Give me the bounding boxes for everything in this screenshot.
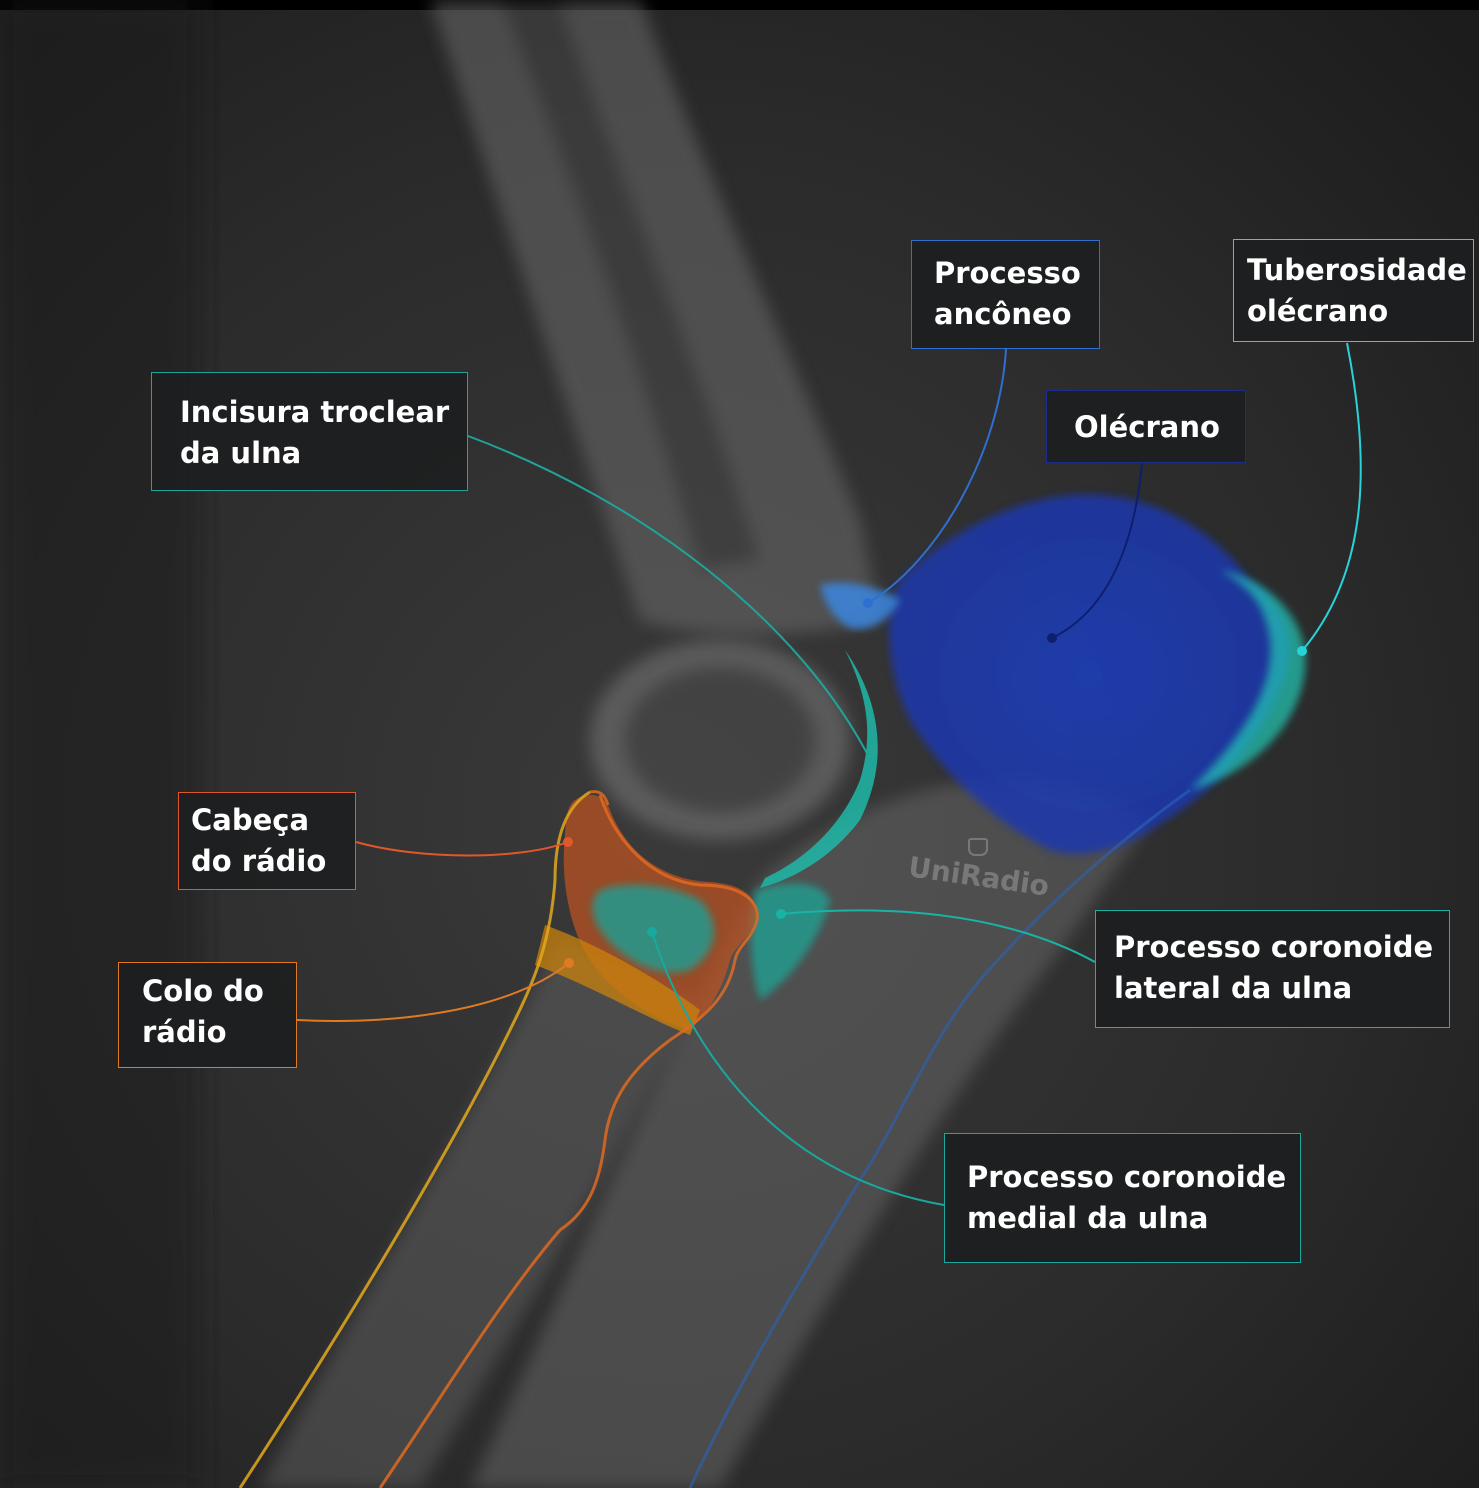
label-line: Processo bbox=[934, 253, 1099, 294]
uniradio-logo-icon bbox=[968, 838, 988, 856]
label-line: Colo do bbox=[142, 971, 296, 1012]
label-cabeca-radio: Cabeça do rádio bbox=[178, 792, 356, 890]
label-olecrano: Olécrano bbox=[1046, 390, 1246, 463]
label-incisura-troclear: Incisura troclear da ulna bbox=[151, 372, 468, 491]
label-line: lateral da ulna bbox=[1114, 968, 1449, 1009]
label-line: rádio bbox=[142, 1012, 296, 1053]
label-tuberosidade-olecrano: Tuberosidade olécrano bbox=[1233, 239, 1474, 342]
label-line: medial da ulna bbox=[967, 1198, 1300, 1239]
label-line: do rádio bbox=[191, 841, 355, 882]
label-line: ancôneo bbox=[934, 294, 1099, 335]
label-line: Olécrano bbox=[1074, 407, 1245, 448]
label-line: da ulna bbox=[180, 433, 467, 474]
label-line: Processo coronoide bbox=[1114, 927, 1449, 968]
label-line: olécrano bbox=[1247, 291, 1473, 332]
label-processo-anconeo: Processo ancôneo bbox=[911, 240, 1100, 349]
label-colo-radio: Colo do rádio bbox=[118, 962, 297, 1068]
label-line: Tuberosidade bbox=[1247, 250, 1473, 291]
label-coronoide-medial: Processo coronoide medial da ulna bbox=[944, 1133, 1301, 1263]
label-coronoide-lateral: Processo coronoide lateral da ulna bbox=[1095, 910, 1450, 1028]
label-line: Processo coronoide bbox=[967, 1157, 1300, 1198]
label-line: Cabeça bbox=[191, 800, 355, 841]
label-line: Incisura troclear bbox=[180, 392, 467, 433]
